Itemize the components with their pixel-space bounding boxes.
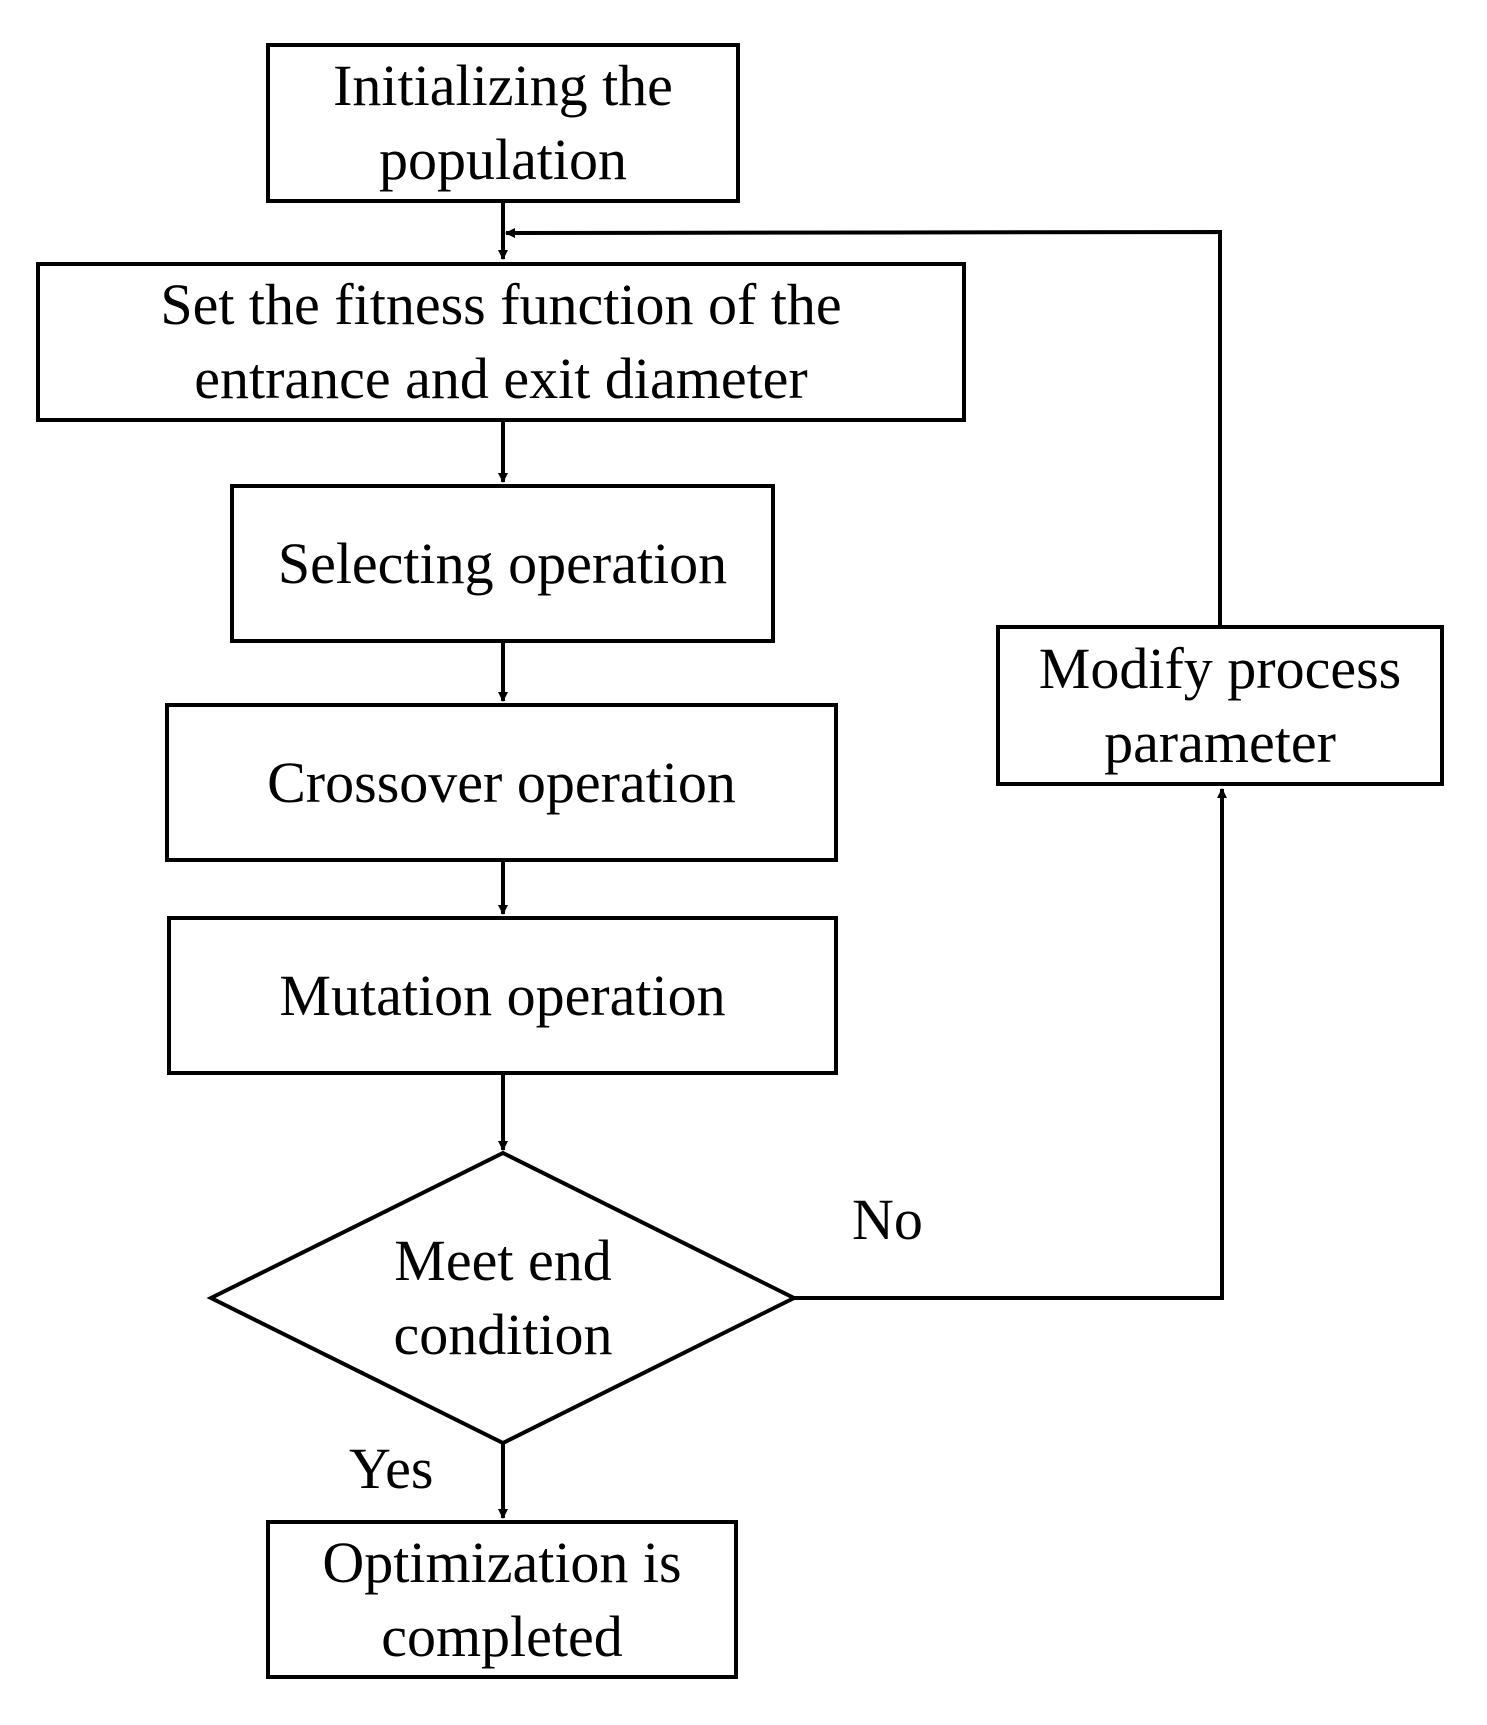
arrow-decision-to-modify xyxy=(794,788,1227,1300)
node-crossover-operation-label: Crossover operation xyxy=(267,749,736,815)
arrow-modify-loop-back xyxy=(505,227,1222,625)
node-crossover-operation: Crossover operation xyxy=(165,703,838,862)
node-mutation-operation: Mutation operation xyxy=(167,916,838,1075)
node-meet-end-condition-label: Meet end condition xyxy=(393,1228,613,1367)
node-initializing-population-label: Initializing the population xyxy=(333,53,673,192)
edge-label-no: No xyxy=(852,1187,923,1252)
node-selecting-operation: Selecting operation xyxy=(230,484,775,643)
node-meet-end-condition: Meet end condition xyxy=(330,1218,676,1378)
node-optimization-completed-label: Optimization is completed xyxy=(322,1529,682,1669)
edge-label-yes: Yes xyxy=(349,1436,434,1501)
node-modify-process-parameter: Modify process parameter xyxy=(996,625,1444,786)
node-mutation-operation-label: Mutation operation xyxy=(279,962,726,1028)
node-set-fitness-function: Set the fitness function of the entrance… xyxy=(36,262,966,422)
node-initializing-population: Initializing the population xyxy=(266,43,740,203)
node-set-fitness-function-label: Set the fitness function of the entrance… xyxy=(160,272,842,411)
node-selecting-operation-label: Selecting operation xyxy=(277,530,728,596)
node-optimization-completed: Optimization is completed xyxy=(266,1520,738,1679)
node-modify-process-parameter-label: Modify process parameter xyxy=(1038,635,1402,775)
